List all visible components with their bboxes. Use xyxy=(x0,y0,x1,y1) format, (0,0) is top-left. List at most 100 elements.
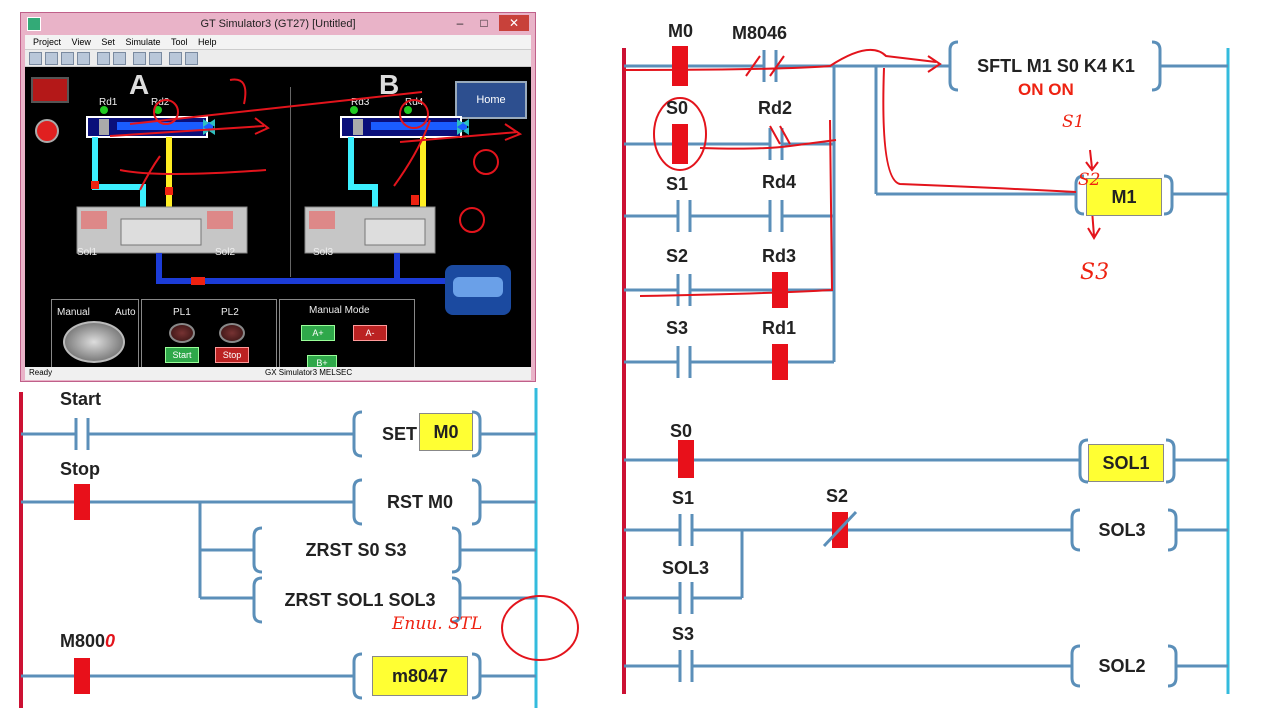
toolbar-stop-icon[interactable] xyxy=(61,52,74,65)
menu-project[interactable]: Project xyxy=(33,37,62,47)
cylinder-a-label: A xyxy=(129,69,150,100)
s0-sol1-contact-active xyxy=(678,440,694,478)
pl1-label: PL1 xyxy=(173,307,191,318)
home-button[interactable]: Home xyxy=(455,81,527,119)
rd1-contact-active xyxy=(772,344,788,380)
handwritten-stl-note: Enuu. STL xyxy=(392,614,483,634)
rst-m0-coil: RST M0 xyxy=(386,492,453,512)
menu-bar: Project View Set Simulate Tool Help xyxy=(25,35,531,49)
toolbar-open-icon[interactable] xyxy=(29,52,42,65)
menu-set[interactable]: Set xyxy=(101,37,115,47)
m1-coil: M1 xyxy=(1086,178,1162,216)
m8000-contact-label: M8000 xyxy=(60,631,115,652)
minimize-button[interactable]: – xyxy=(456,16,464,30)
sftl-state: ON ON xyxy=(1018,80,1074,99)
m8047-coil: m8047 xyxy=(372,656,468,696)
manual-mode-label: Manual Mode xyxy=(309,305,370,316)
app-icon xyxy=(27,17,41,31)
sensor-rd4-label: Rd4 xyxy=(405,97,424,108)
a-minus-button[interactable]: A- xyxy=(353,325,387,341)
m0-contact-label: M0 xyxy=(668,21,694,41)
toolbar-monitor-icon[interactable] xyxy=(149,52,162,65)
auto-label: Auto xyxy=(115,307,136,318)
stop-contact-active xyxy=(74,484,90,520)
s1-sol3-contact-label: S1 xyxy=(672,488,695,508)
hmi-screen: A B Home Rd1 Rd2 Rd3 Rd4 xyxy=(25,67,531,377)
toolbar-reset-icon[interactable] xyxy=(77,52,90,65)
cylinder-b-label: B xyxy=(379,69,400,100)
exit-button[interactable] xyxy=(31,77,69,103)
toolbar-search-icon[interactable] xyxy=(169,52,182,65)
m8000-label-prefix: M800 xyxy=(60,631,106,651)
toolbar xyxy=(25,49,531,67)
sol3-latch-contact-label: SOL3 xyxy=(662,558,710,578)
close-button[interactable]: ✕ xyxy=(499,15,529,31)
sol3-label: Sol3 xyxy=(313,247,334,258)
s0-sol1-contact-label: S0 xyxy=(670,421,693,441)
rd3-contact-label: Rd3 xyxy=(762,246,797,266)
handwritten-s1: S1 xyxy=(1062,112,1085,132)
rd4-contact-label: Rd4 xyxy=(762,172,797,192)
toolbar-cut-icon[interactable] xyxy=(97,52,110,65)
simulator-annotations xyxy=(109,78,523,233)
pilot-lamp-1 xyxy=(169,323,195,343)
m8046-contact-label: M8046 xyxy=(732,23,788,43)
manual-label: Manual xyxy=(57,307,90,318)
sol2-label: Sol2 xyxy=(215,247,236,258)
menu-help[interactable]: Help xyxy=(198,37,217,47)
set-coil-label: SET xyxy=(382,424,418,444)
handwritten-annotations xyxy=(129,49,1101,661)
status-ready: Ready xyxy=(29,368,53,377)
status-lamp xyxy=(35,119,59,143)
m8000-contact-active xyxy=(74,658,90,694)
start-button[interactable]: Start xyxy=(165,347,199,363)
s2-nc-slash xyxy=(822,510,858,548)
s3-contact-label: S3 xyxy=(666,318,689,338)
status-bar: Ready GX Simulator3 MELSEC xyxy=(25,367,531,380)
stop-contact-label: Stop xyxy=(60,459,100,479)
pl2-label: PL2 xyxy=(221,307,239,318)
sol1-label: Sol1 xyxy=(77,247,98,258)
zrst-sol-coil: ZRST SOL1 SOL3 xyxy=(284,590,436,610)
pneumatic-diagram xyxy=(76,106,511,315)
maximize-button[interactable]: □ xyxy=(480,16,488,30)
sftl-instruction: SFTL M1 S0 K4 K1 xyxy=(977,56,1135,76)
handwritten-s2: S2 xyxy=(1078,170,1101,190)
menu-tool[interactable]: Tool xyxy=(170,37,188,47)
window-title: GT Simulator3 (GT27) [Untitled] xyxy=(200,18,356,30)
rd1-contact-label: Rd1 xyxy=(762,318,797,338)
m8000-label-correction: 0 xyxy=(105,631,116,651)
toolbar-keyboard-icon[interactable] xyxy=(185,52,198,65)
handwritten-s3: S3 xyxy=(1080,260,1110,285)
sol2-coil: SOL2 xyxy=(1098,656,1146,676)
s2-contact-label: S2 xyxy=(666,246,689,266)
pilot-lamp-2 xyxy=(219,323,245,343)
start-contact-label: Start xyxy=(60,389,102,409)
simulator-window: GT Simulator3 (GT27) [Untitled] – □ ✕ Pr… xyxy=(20,12,536,382)
rd2-contact-label: Rd2 xyxy=(758,98,793,118)
mode-selector-switch[interactable] xyxy=(63,321,125,363)
set-m0-highlight: M0 xyxy=(419,413,473,451)
s3-sol2-contact-label: S3 xyxy=(672,624,695,644)
sol1-coil: SOL1 xyxy=(1088,444,1164,482)
menu-simulate[interactable]: Simulate xyxy=(125,37,161,47)
s2-nc-contact-label: S2 xyxy=(826,486,849,506)
sensor-rd1-label: Rd1 xyxy=(99,97,118,108)
toolbar-run-icon[interactable] xyxy=(133,52,146,65)
status-app: GX Simulator3 MELSEC xyxy=(265,368,353,377)
toolbar-save-icon[interactable] xyxy=(45,52,58,65)
s0-contact-label: S0 xyxy=(666,98,689,118)
toolbar-copy-icon[interactable] xyxy=(113,52,126,65)
sensor-rd3-label: Rd3 xyxy=(351,97,370,108)
zrst-s0-s3-coil: ZRST S0 S3 xyxy=(305,540,407,560)
sol3-coil: SOL3 xyxy=(1098,520,1146,540)
s0-contact-active xyxy=(672,124,688,164)
m0-contact-active xyxy=(672,46,688,86)
s1-contact-label: S1 xyxy=(666,174,689,194)
divider xyxy=(290,87,291,277)
rd3-contact-active xyxy=(772,272,788,308)
a-plus-button[interactable]: A+ xyxy=(301,325,335,341)
stop-button[interactable]: Stop xyxy=(215,347,249,363)
menu-view[interactable]: View xyxy=(71,37,91,47)
